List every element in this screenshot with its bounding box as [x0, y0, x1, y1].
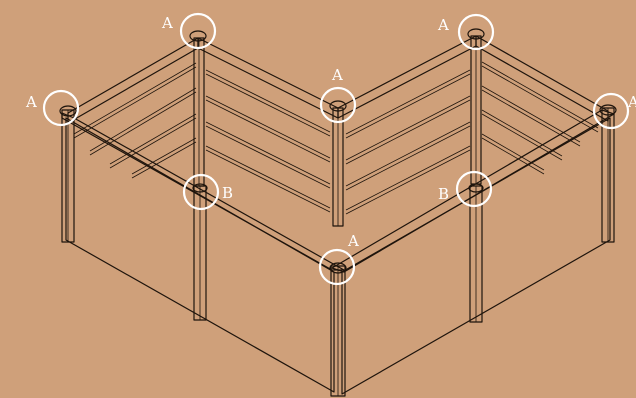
- callout-label: B: [222, 184, 233, 202]
- callout-label: A: [437, 16, 449, 34]
- cap-left-mid: [192, 183, 208, 193]
- callout-label: A: [25, 93, 37, 111]
- callout-label: A: [347, 232, 359, 250]
- circle-callout-icon: [592, 92, 630, 130]
- circle-callout-icon: [455, 170, 493, 208]
- circle-callout-icon: [318, 248, 356, 286]
- front-left-panel: [65, 117, 335, 393]
- callout-label: A: [161, 14, 173, 32]
- circle-callout-icon: [457, 13, 495, 51]
- circle-callout-icon: [182, 173, 220, 211]
- callout-label: A: [627, 93, 636, 111]
- circle-callout-icon: [319, 86, 357, 124]
- cap-inner: [329, 100, 347, 112]
- cap-right-mid: [468, 183, 484, 193]
- cap-top-right: [467, 28, 485, 40]
- cap-left: [59, 105, 77, 117]
- callout-label: B: [438, 185, 449, 203]
- circle-callout-icon: [42, 89, 80, 127]
- cap-top-left: [189, 30, 207, 42]
- callout-label: A: [331, 66, 343, 84]
- cap-front: [329, 262, 347, 274]
- circle-callout-icon: [179, 12, 217, 50]
- post-caps: [59, 28, 617, 274]
- callouts: A A A A A A B B: [25, 12, 636, 286]
- front-right-panel: [341, 117, 611, 395]
- back-wall-rails: [67, 35, 609, 215]
- cap-right: [599, 104, 617, 116]
